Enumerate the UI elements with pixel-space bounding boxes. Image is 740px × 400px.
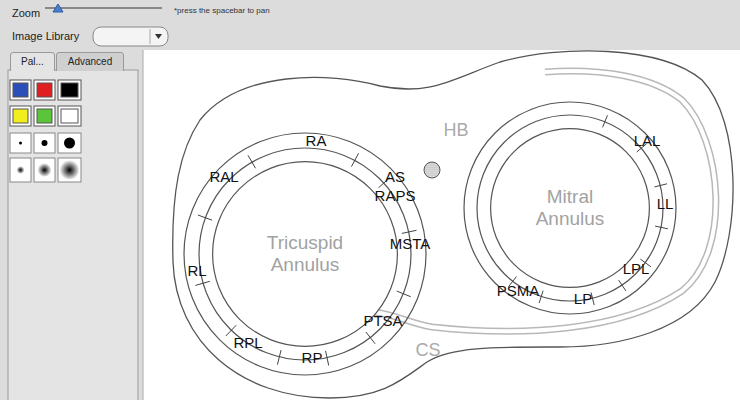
his-bundle-marker xyxy=(424,162,440,178)
outline-shape xyxy=(11,53,55,72)
segment-label: RP xyxy=(302,350,323,365)
hint-text: *press the spacebar to pan xyxy=(174,7,270,15)
segment-label: LPL xyxy=(623,261,650,276)
tab-label: Pal... xyxy=(21,56,44,68)
segment-tick xyxy=(277,350,281,365)
segment-label: LL xyxy=(657,196,674,211)
annulus-label: Tricuspid Annulus xyxy=(249,232,361,276)
segment-tick xyxy=(603,115,608,127)
dropdown-arrow xyxy=(155,34,162,39)
heart-outline xyxy=(173,51,733,398)
color-palette xyxy=(10,80,81,126)
coronary-sinus-inner xyxy=(352,71,716,331)
outline-shape xyxy=(57,53,124,72)
segment-tick xyxy=(539,291,543,303)
annulus-label: Mitral Annulus xyxy=(520,186,620,230)
segment-tick xyxy=(195,281,209,285)
mitral-ring xyxy=(464,102,676,314)
outline-shape xyxy=(491,129,650,288)
segment-label: RA xyxy=(306,133,327,148)
segment-label: PSMA xyxy=(497,283,540,298)
segment-tick xyxy=(397,291,411,297)
structure-label: CS xyxy=(415,341,440,359)
segment-tick xyxy=(198,215,212,220)
segment-label: MSTA xyxy=(390,236,431,251)
segment-tick xyxy=(366,332,375,344)
segment-tick xyxy=(248,155,256,168)
segment-tick xyxy=(654,184,667,187)
dropdown xyxy=(93,27,168,46)
panel-tab: Pal... xyxy=(10,52,55,71)
drawing-canvas xyxy=(143,50,740,400)
segment-label: PTSA xyxy=(363,313,402,328)
tab-label: Advanced xyxy=(68,56,112,68)
brush-sizes xyxy=(10,133,81,182)
tricuspid-ring xyxy=(184,133,426,375)
segment-tick xyxy=(351,153,358,166)
segment-tick xyxy=(326,351,329,366)
dropdown-divider xyxy=(150,29,151,44)
segment-label: RAPS xyxy=(375,188,416,203)
canvas-border xyxy=(143,50,144,400)
segment-label: AS xyxy=(385,169,405,184)
segment-ticks xyxy=(195,115,667,365)
segment-tick xyxy=(619,280,626,291)
structure-label: HB xyxy=(443,121,468,139)
segment-tick xyxy=(402,230,417,233)
coronary-sinus xyxy=(352,71,716,331)
segment-tick xyxy=(655,226,668,229)
control-label: Image Library xyxy=(12,31,79,42)
segment-label: LP xyxy=(574,291,592,306)
tool-panel xyxy=(8,70,138,400)
segment-label: LAL xyxy=(634,133,661,148)
segment-label: RL xyxy=(187,263,206,278)
segment-label: RAL xyxy=(209,169,238,184)
segment-label: RPL xyxy=(233,335,262,350)
zoom-slider-track xyxy=(45,7,162,9)
panel-tab: Advanced xyxy=(56,52,124,71)
zoom-slider-knob xyxy=(53,4,63,12)
control-label: Zoom xyxy=(12,8,40,19)
